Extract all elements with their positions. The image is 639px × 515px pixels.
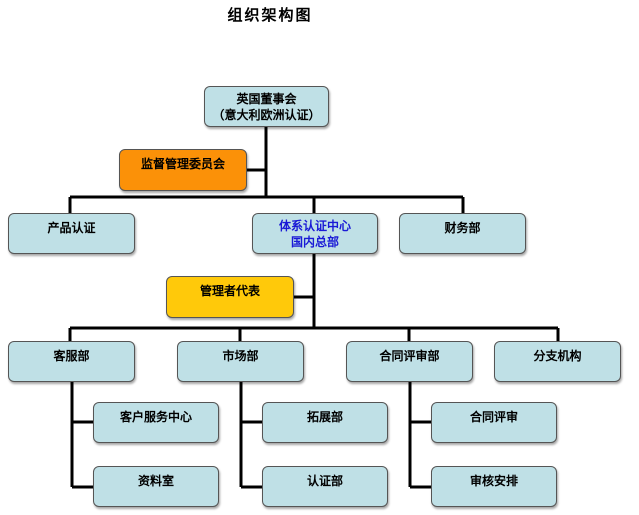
expansion-label: 拓展部 (306, 410, 343, 424)
customer-service-node: 客服部 (8, 341, 135, 382)
audit-scheduling-label: 审核安排 (469, 474, 518, 488)
board-subtitle: （意大利欧洲认证） (212, 107, 321, 122)
certification-label: 认证部 (306, 474, 343, 488)
archive-room-node: 资料室 (93, 466, 219, 507)
marketing-node: 市场部 (177, 341, 304, 382)
product-cert-node: 产品认证 (8, 213, 135, 254)
contract-review-dept-label: 合同评审部 (379, 349, 440, 363)
marketing-label: 市场部 (222, 349, 259, 363)
system-center-name: 体系认证中心 (278, 218, 351, 233)
branches-node: 分支机构 (494, 341, 621, 382)
supervision-label: 监督管理委员会 (140, 157, 225, 171)
customer-service-center-label: 客户服务中心 (119, 410, 192, 424)
system-center-node: 体系认证中心 国内总部 (252, 213, 378, 254)
supervision-node: 监督管理委员会 (119, 149, 247, 191)
certification-node: 认证部 (262, 466, 388, 507)
system-center-subtitle: 国内总部 (290, 234, 339, 249)
chart-title: 组织架构图 (227, 6, 313, 24)
board-node: 英国董事会 （意大利欧洲认证） (204, 86, 329, 127)
customer-service-label: 客服部 (53, 349, 90, 363)
mgmt-rep-node: 管理者代表 (166, 276, 294, 318)
mgmt-rep-label: 管理者代表 (199, 284, 260, 298)
contract-review-label: 合同评审 (469, 410, 518, 424)
audit-scheduling-node: 审核安排 (431, 466, 557, 507)
finance-label: 财务部 (444, 221, 481, 235)
board-name: 英国董事会 (236, 91, 297, 106)
contract-review-node: 合同评审 (431, 402, 557, 443)
expansion-node: 拓展部 (262, 402, 388, 443)
customer-service-center-node: 客户服务中心 (93, 402, 219, 443)
archive-room-label: 资料室 (137, 474, 174, 488)
contract-review-dept-node: 合同评审部 (346, 341, 473, 382)
product-cert-label: 产品认证 (47, 221, 96, 235)
finance-node: 财务部 (399, 213, 526, 254)
branches-label: 分支机构 (533, 349, 582, 363)
